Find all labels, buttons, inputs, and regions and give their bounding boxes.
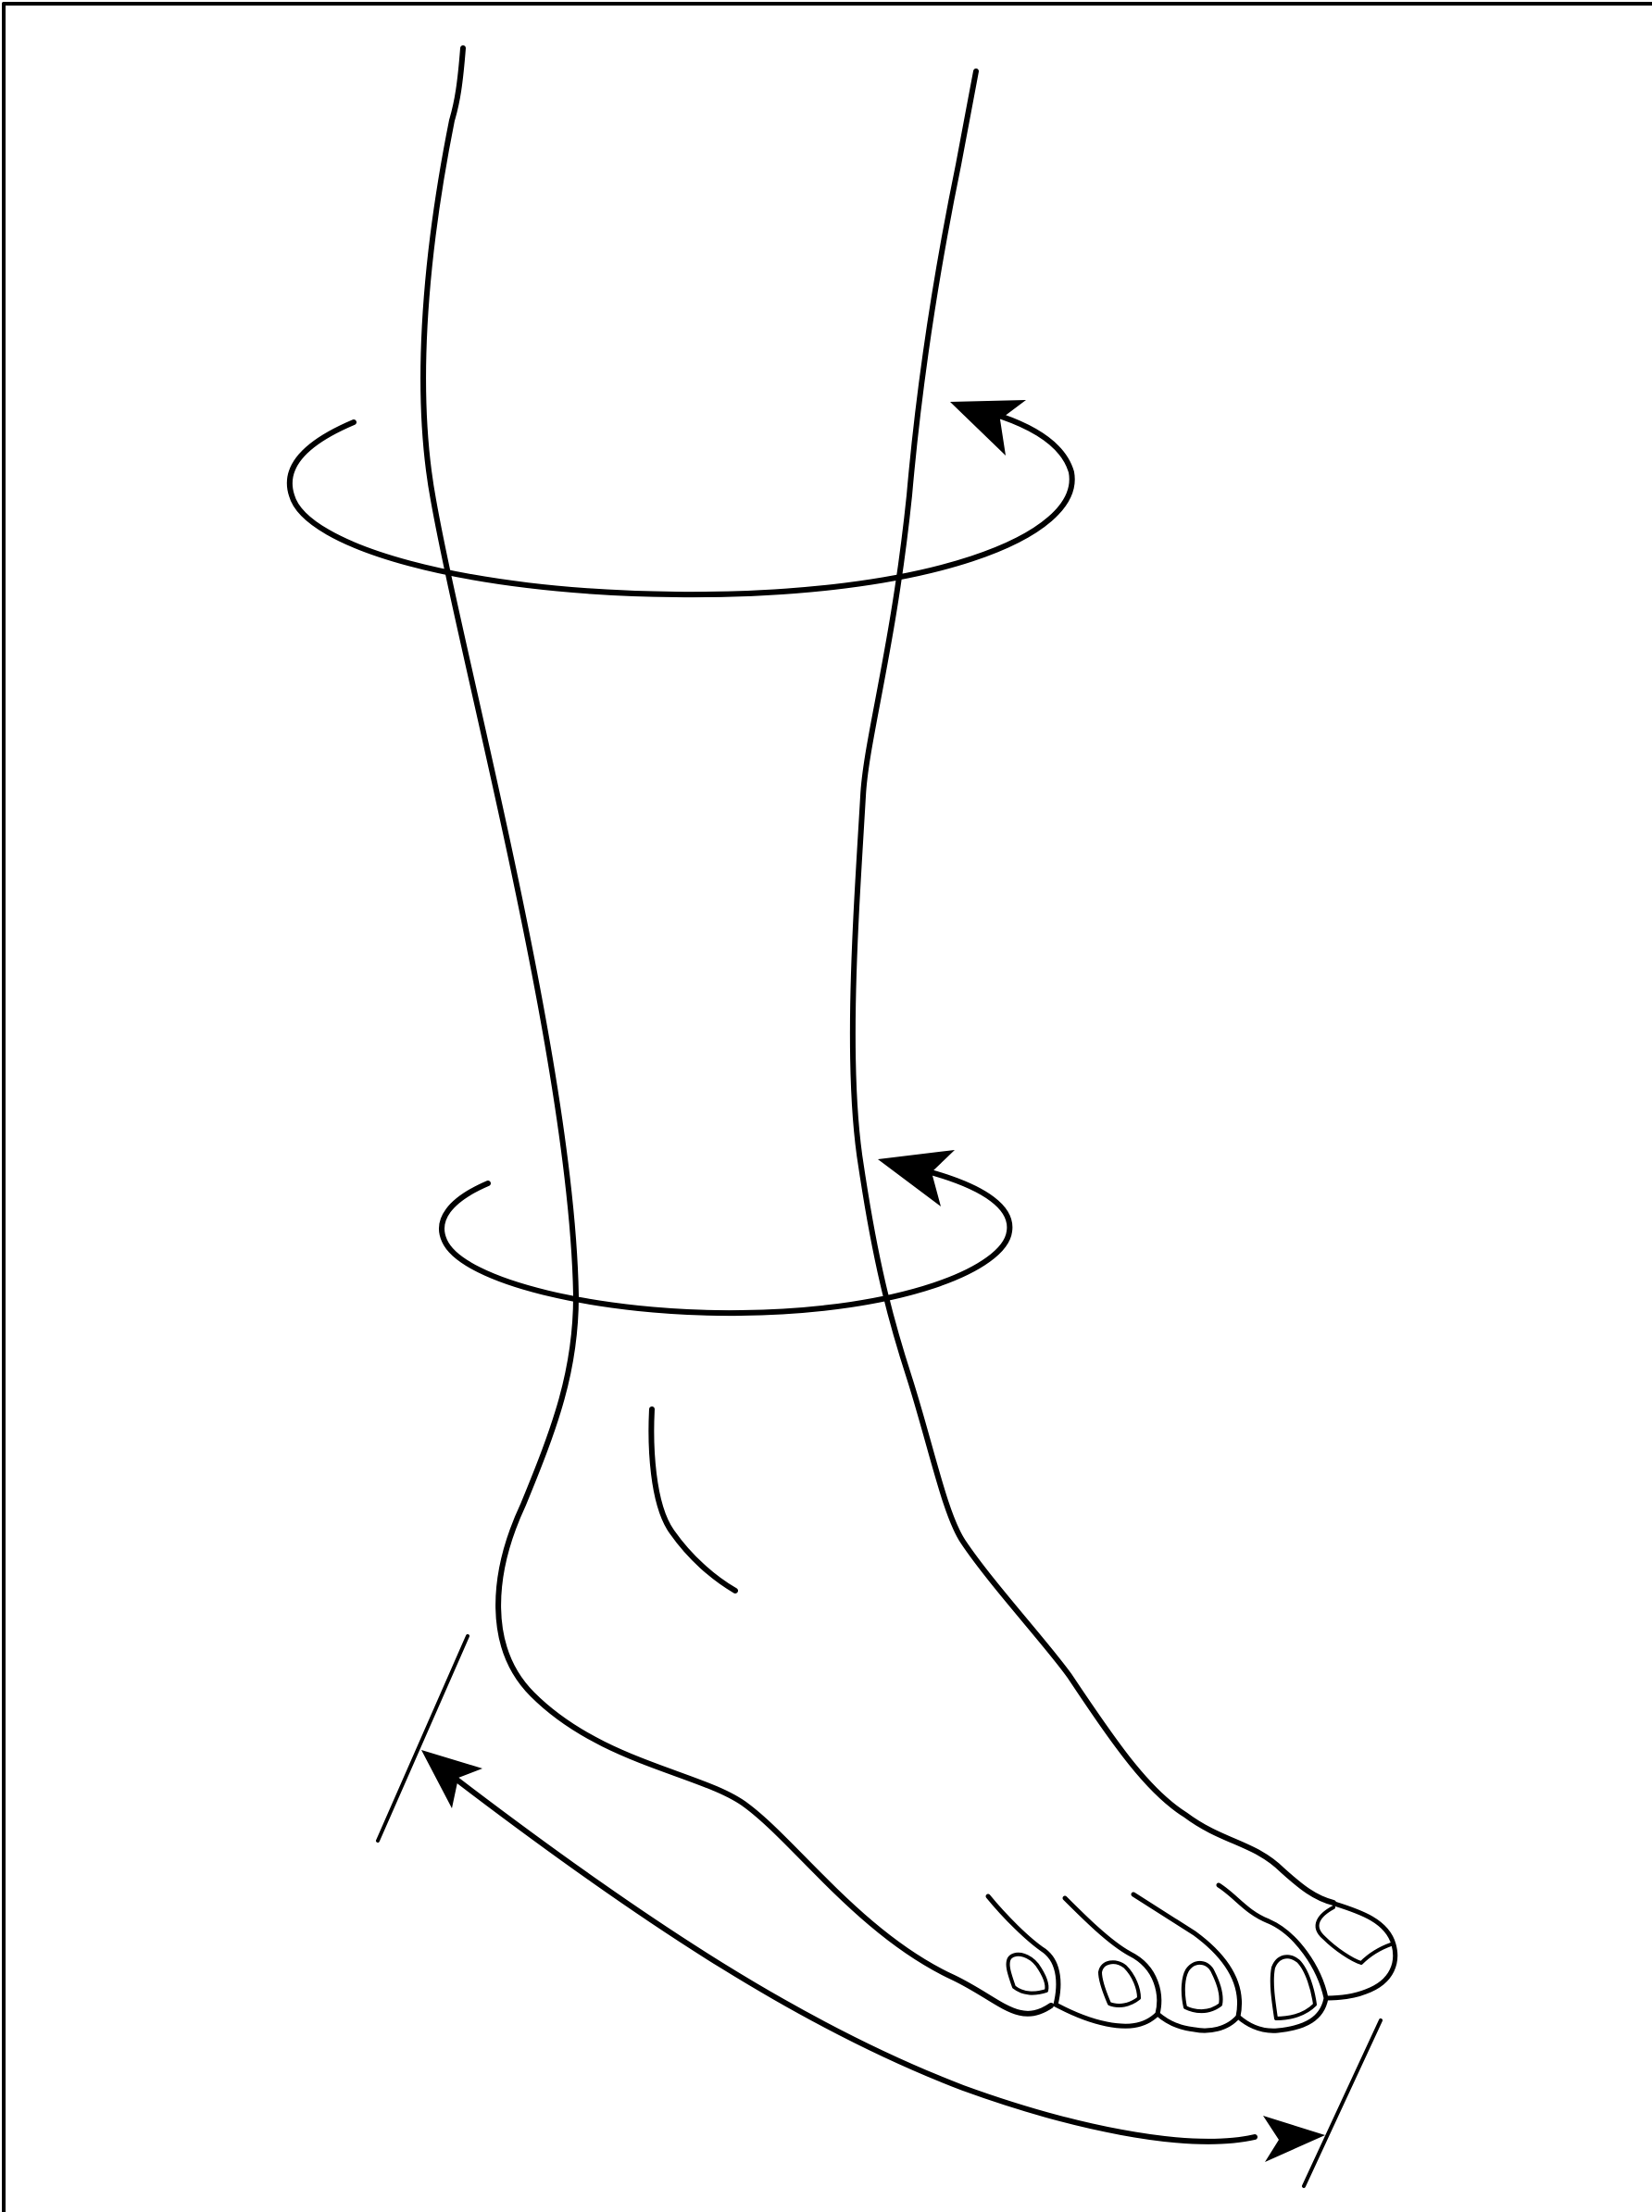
leg-front-outline: [853, 71, 1333, 1903]
foot-length-toe-tick: [1304, 2020, 1381, 2186]
toe-2-nail: [1272, 1956, 1315, 2018]
calf-circular-arrow-icon: [950, 400, 1026, 456]
toe-4-nail: [1100, 1962, 1139, 2006]
foot-length-toe-arrow-icon: [1263, 2116, 1325, 2162]
calf-circumference-ring: [290, 417, 1072, 594]
ankle-bone-line: [651, 1409, 735, 1591]
calf-circumference-marker: [290, 400, 1072, 594]
toe-1-nail: [1318, 1907, 1391, 1963]
leg-back-outline: [423, 48, 1051, 2014]
foot-length-heel-arrow-icon: [421, 1750, 482, 1808]
toe-5-nail: [1008, 1955, 1047, 1993]
toe-3-outline: [1133, 1894, 1240, 2031]
toe-3-nail: [1183, 1963, 1221, 2011]
ankle-circumference-marker: [442, 1150, 1009, 1313]
foot-length-marker: [378, 1636, 1381, 2186]
foot-length-heel-tick: [378, 1636, 468, 1841]
toe-1-outline: [1326, 1904, 1395, 1998]
